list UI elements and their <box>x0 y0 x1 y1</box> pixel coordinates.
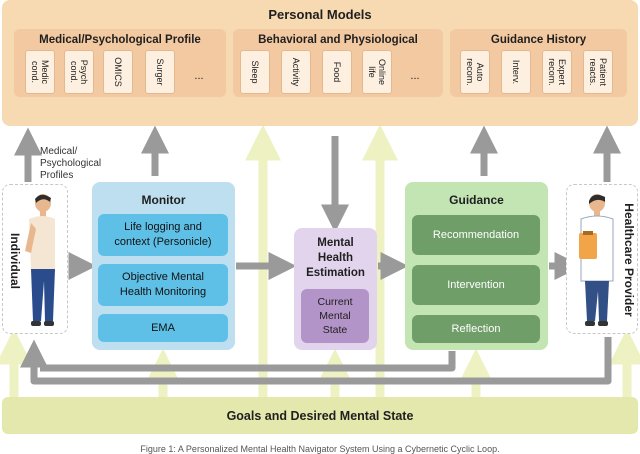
group-medical-psychological-title: Medical/Psychological Profile <box>39 34 201 46</box>
more-behavioral: ... <box>410 70 420 82</box>
card-psych-cond: Psych cond. <box>64 50 94 94</box>
monitor-title: Monitor <box>141 193 186 207</box>
card-food: Food <box>322 50 352 94</box>
guidance-title: Guidance <box>449 193 504 207</box>
monitor-life-logging: Life logging and context (Personicle) <box>98 214 228 256</box>
healthcare-provider-box: Healthcare Provider <box>566 184 638 334</box>
card-activity: Activity <box>281 50 311 94</box>
guidance-intervention: Intervention <box>412 265 540 305</box>
card-omics: OMICS <box>103 50 133 94</box>
annotation-medical-profiles: Medical/ Psychological Profiles <box>40 146 102 181</box>
group-behavioral-physiological-title: Behavioral and Physiological <box>258 34 418 46</box>
card-expert-recom: Expert recom. <box>542 50 572 94</box>
individual-box: Individual <box>2 184 68 334</box>
card-auto-recom: Auto recom. <box>460 50 490 94</box>
goals-label: Goals and Desired Mental State <box>226 409 414 423</box>
more-medical: ... <box>194 70 204 82</box>
guidance-reflection: Reflection <box>412 315 540 343</box>
individual-label: Individual <box>8 232 22 290</box>
card-online-life: Online life <box>362 50 392 94</box>
figure-caption: Figure 1: A Personalized Mental Health N… <box>140 444 500 454</box>
current-mental-state: Current Mental State <box>301 289 369 343</box>
mental-health-estimation-title: Mental Health Estimation <box>306 237 365 279</box>
monitor-ema: EMA <box>98 314 228 342</box>
card-interv: Interv. <box>501 50 531 94</box>
card-patient-reacts: Patient reacts. <box>583 50 613 94</box>
guidance-recommendation: Recommendation <box>412 215 540 255</box>
group-guidance-history-title: Guidance History <box>490 34 587 46</box>
goals-bar <box>2 397 638 434</box>
arrow-provider-to-individual <box>20 337 612 385</box>
doctor-icon <box>579 194 614 326</box>
healthcare-provider-label: Healthcare Provider <box>622 203 636 317</box>
personal-models-title: Personal Models <box>268 7 372 22</box>
arrow-guidance-to-individual <box>40 351 456 372</box>
monitor-objective-health: Objective Mental Health Monitoring <box>98 264 228 306</box>
person-icon <box>25 194 55 326</box>
card-sleep: Sleep <box>240 50 270 94</box>
card-surger: Surger <box>145 50 175 94</box>
card-medic-cond: Medic cond. <box>25 50 55 94</box>
